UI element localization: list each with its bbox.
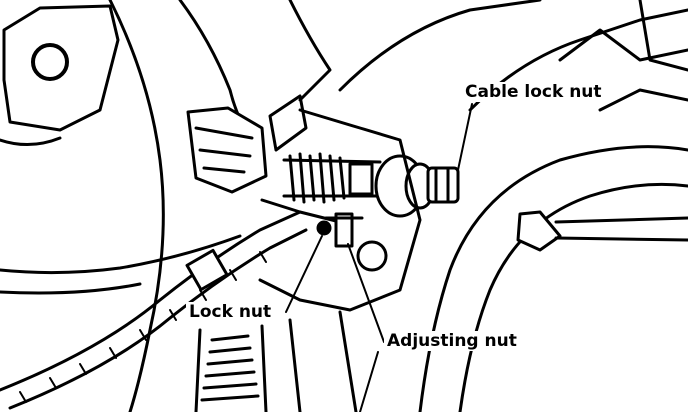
mounting-bracket xyxy=(0,4,120,146)
cable-lock-nut-assembly xyxy=(374,154,460,218)
lever-arm xyxy=(418,145,688,412)
label-adjusting-nut: Adjusting nut xyxy=(384,331,520,351)
return-spring xyxy=(194,310,358,412)
leader-lines xyxy=(285,103,473,412)
upper-frame xyxy=(338,0,688,112)
label-lock-nut: Lock nut xyxy=(186,302,275,322)
label-cable-lock-nut: Cable lock nut xyxy=(462,82,605,102)
cable-sheath xyxy=(0,210,308,410)
pedal-housing xyxy=(0,0,332,412)
adjusting-nut-stud xyxy=(316,212,364,248)
connector-block xyxy=(186,94,308,194)
threaded-rod xyxy=(282,152,382,204)
